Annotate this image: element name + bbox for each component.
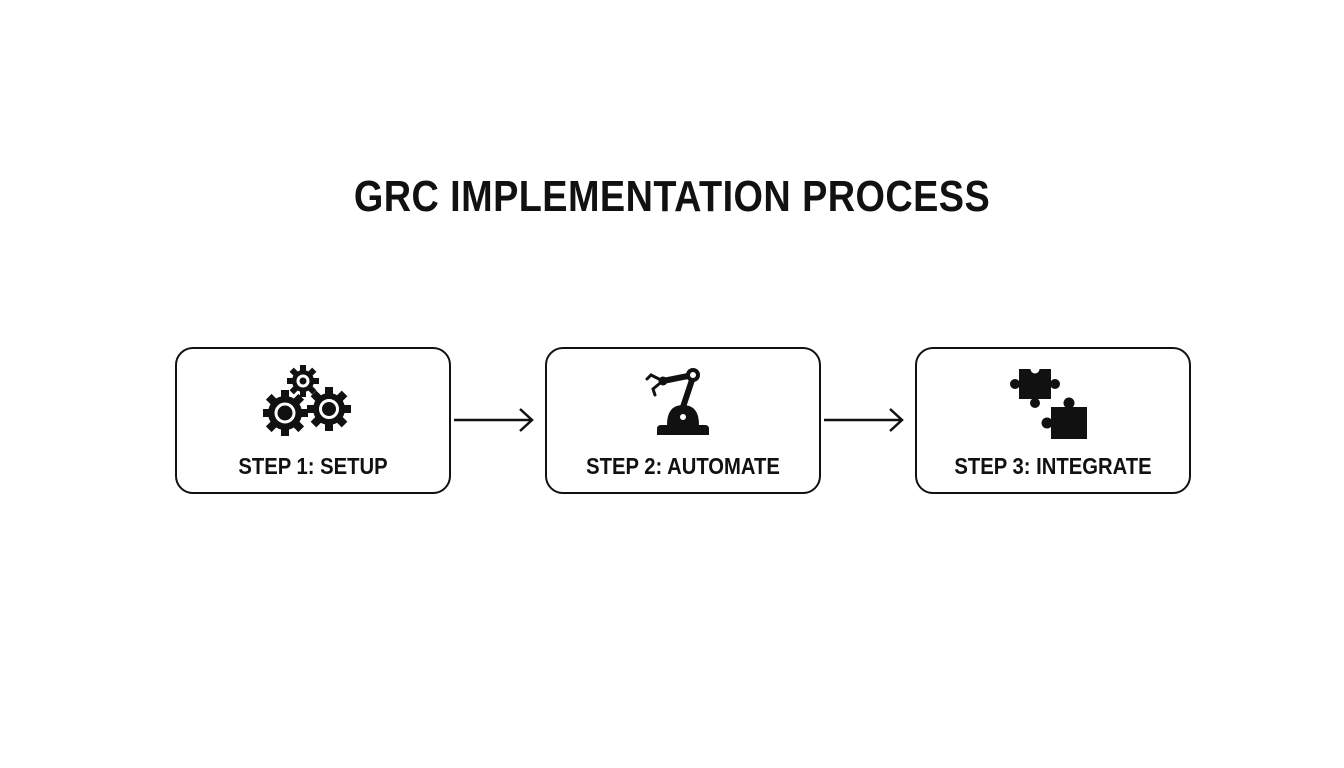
step-2-label: STEP 2: AUTOMATE xyxy=(586,453,780,479)
step-3-label: STEP 3: INTEGRATE xyxy=(954,453,1152,479)
step-1-box: STEP 1: SETUP xyxy=(175,347,451,494)
step-2-box: STEP 2: AUTOMATE xyxy=(545,347,821,494)
robotic-arm-icon xyxy=(547,361,819,445)
step-3-box: STEP 3: INTEGRATE xyxy=(915,347,1191,494)
arrow-connector-2 xyxy=(824,408,904,432)
puzzle-pieces-icon xyxy=(917,361,1189,445)
arrow-connector-1 xyxy=(454,408,534,432)
step-1-label: STEP 1: SETUP xyxy=(238,453,388,479)
diagram-title: GRC IMPLEMENTATION PROCESS xyxy=(353,172,991,221)
gears-icon xyxy=(177,361,449,445)
